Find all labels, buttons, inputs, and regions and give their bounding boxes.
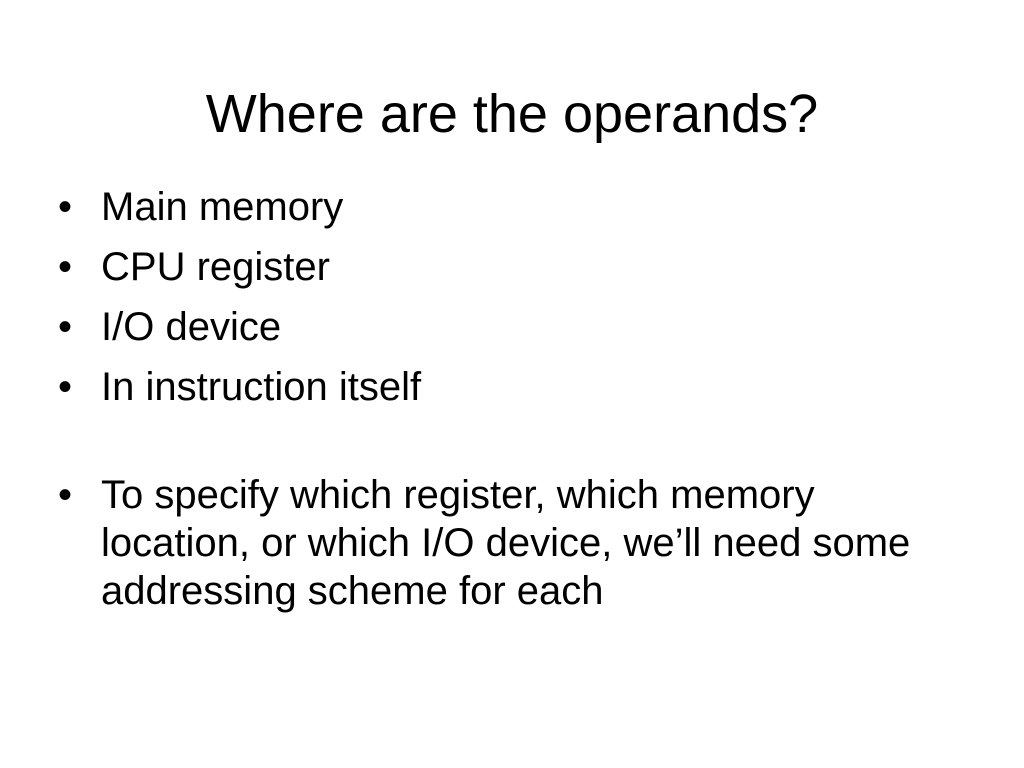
bullet-text: CPU register (101, 245, 330, 289)
bullet-item-instruction-itself: • In instruction itself (58, 363, 938, 411)
bullet-icon: • (58, 473, 73, 517)
bullet-text: I/O device (101, 305, 282, 349)
bullet-text: Main memory (101, 185, 344, 229)
bullet-item-io-device: • I/O device (58, 303, 938, 351)
bullet-item-cpu-register: • CPU register (58, 243, 938, 291)
bullet-icon: • (58, 365, 73, 409)
bullet-icon: • (58, 245, 73, 289)
bullet-item-main-memory: • Main memory (58, 183, 938, 231)
bullet-list: • Main memory • CPU register • I/O devic… (58, 183, 938, 627)
bullet-text: To specify which register, which memory … (101, 473, 911, 613)
slide-title: Where are the operands? (205, 84, 819, 144)
bullet-icon: • (58, 185, 73, 229)
bullet-item-addressing-scheme: • To specify which register, which memor… (58, 471, 938, 615)
bullet-text: In instruction itself (101, 365, 422, 409)
bullet-icon: • (58, 305, 73, 349)
